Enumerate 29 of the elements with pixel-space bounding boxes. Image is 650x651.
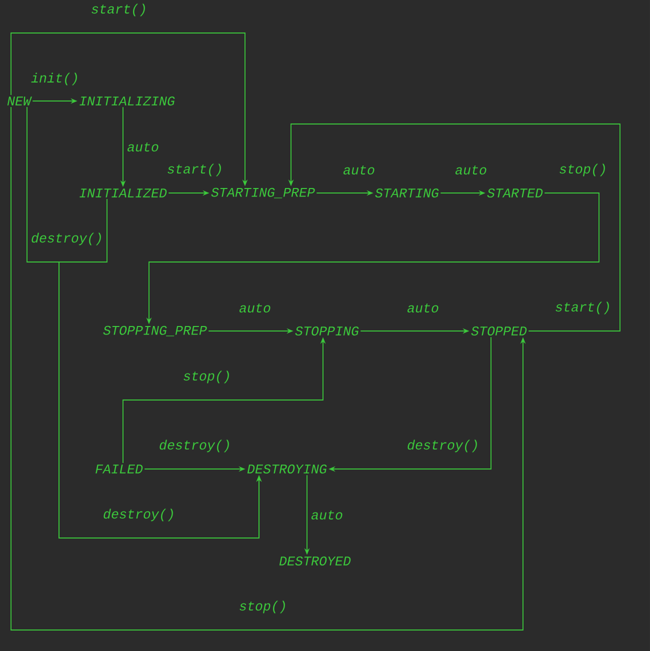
edge-label: auto	[454, 164, 488, 176]
state-label: STARTING	[375, 188, 439, 198]
state-label: INITIALIZED	[80, 188, 167, 198]
edge-label: start()	[166, 162, 224, 178]
edge-label: destroy()	[406, 438, 480, 454]
edge-label: start()	[90, 2, 148, 18]
edge-label: stop()	[238, 599, 288, 615]
state-label: STOPPING_PREP	[103, 326, 207, 336]
state-label: DESTROYED	[279, 556, 351, 566]
edge-label: auto	[342, 164, 376, 176]
edge-label: destroy()	[158, 438, 232, 454]
edge-label: auto	[238, 302, 272, 314]
edge-label: start()	[554, 300, 612, 316]
edge-label: auto	[310, 509, 344, 521]
edge-label: init()	[30, 71, 80, 87]
state-label: STOPPED	[471, 326, 527, 336]
edge-label: auto	[406, 302, 440, 314]
edge-label: auto	[126, 141, 160, 153]
state-label: NEW	[7, 96, 32, 106]
state-label: FAILED	[96, 464, 143, 474]
state-label: STARTING_PREP	[211, 188, 315, 198]
edge-label: stop()	[558, 162, 608, 178]
edge-label: stop()	[182, 369, 232, 385]
state-label: INITIALIZING	[80, 96, 175, 106]
edge-label: destroy()	[30, 231, 104, 247]
state-label: STARTED	[487, 188, 543, 198]
state-label: STOPPING	[295, 326, 359, 336]
edge-label: destroy()	[102, 507, 176, 523]
state-label: DESTROYING	[247, 464, 327, 474]
